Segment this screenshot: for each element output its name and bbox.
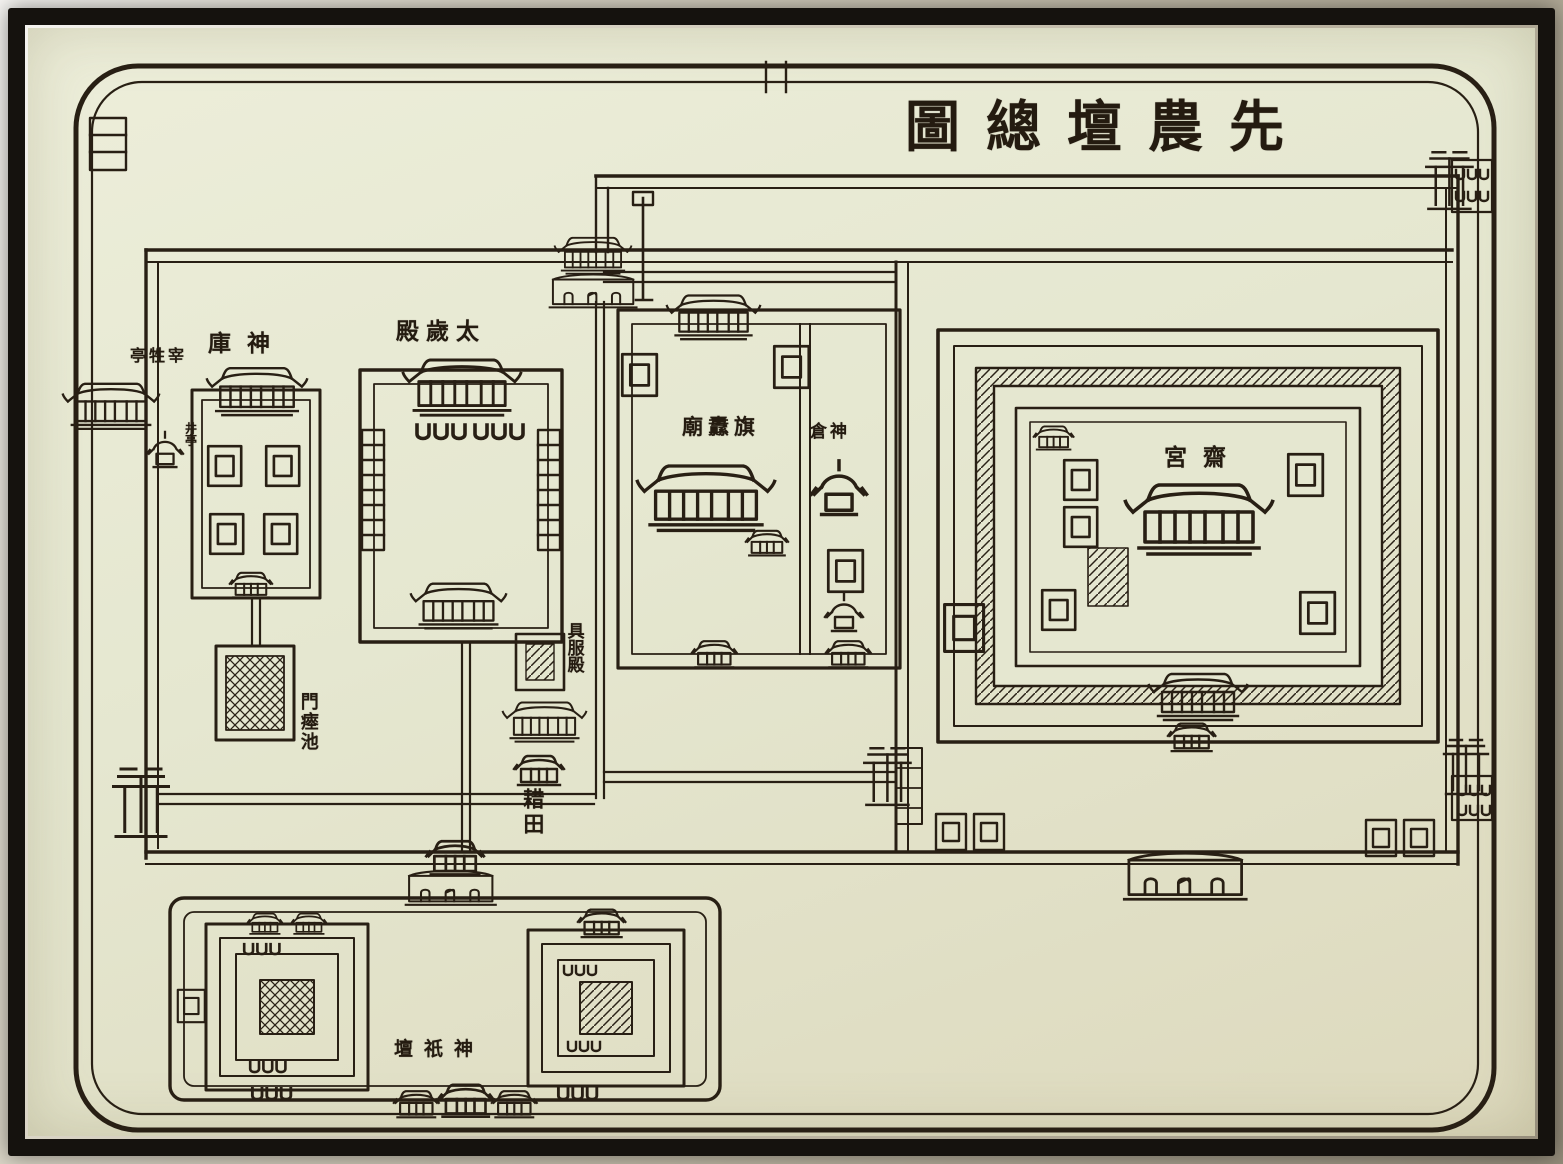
label-taisuidian: 殿歲太 bbox=[396, 318, 486, 345]
shenku-complex bbox=[61, 366, 322, 600]
label-shencang: 倉神 bbox=[810, 422, 850, 442]
label-yichi: 門瘞池 bbox=[297, 692, 319, 752]
jufudian-cluster bbox=[501, 632, 588, 787]
north-wall-east bbox=[594, 174, 1460, 254]
label-jufudian: 具服殿 bbox=[563, 622, 584, 673]
picture-frame bbox=[8, 8, 1555, 1156]
inner-enclosure-walls bbox=[144, 174, 1460, 866]
diqitan-altar bbox=[526, 908, 686, 1101]
roads bbox=[158, 270, 898, 852]
label-zhaigong: 宮齋 bbox=[1164, 444, 1242, 471]
xiannong-altar bbox=[214, 644, 296, 742]
map-title: 圖總壇農先 bbox=[905, 94, 1311, 159]
wall-gates bbox=[112, 150, 1494, 906]
taisuidian-complex bbox=[358, 358, 564, 644]
shenqitan-enclosure bbox=[168, 896, 722, 1119]
shencang-complex bbox=[616, 294, 902, 670]
label-jingting: 井亭 bbox=[183, 422, 198, 446]
tianshentan-altar bbox=[176, 912, 370, 1101]
label-zaishengting: 亭牲宰 bbox=[130, 346, 188, 365]
label-shenqitan: 壇祇神 bbox=[394, 1038, 485, 1060]
label-shenku: 庫神 bbox=[208, 330, 286, 357]
label-jitian: 耤田 bbox=[520, 788, 546, 838]
label-qidaomiao: 廟纛旗 bbox=[682, 414, 760, 439]
zhaigong-complex bbox=[936, 328, 1440, 753]
outer-wall bbox=[73, 60, 1497, 1133]
